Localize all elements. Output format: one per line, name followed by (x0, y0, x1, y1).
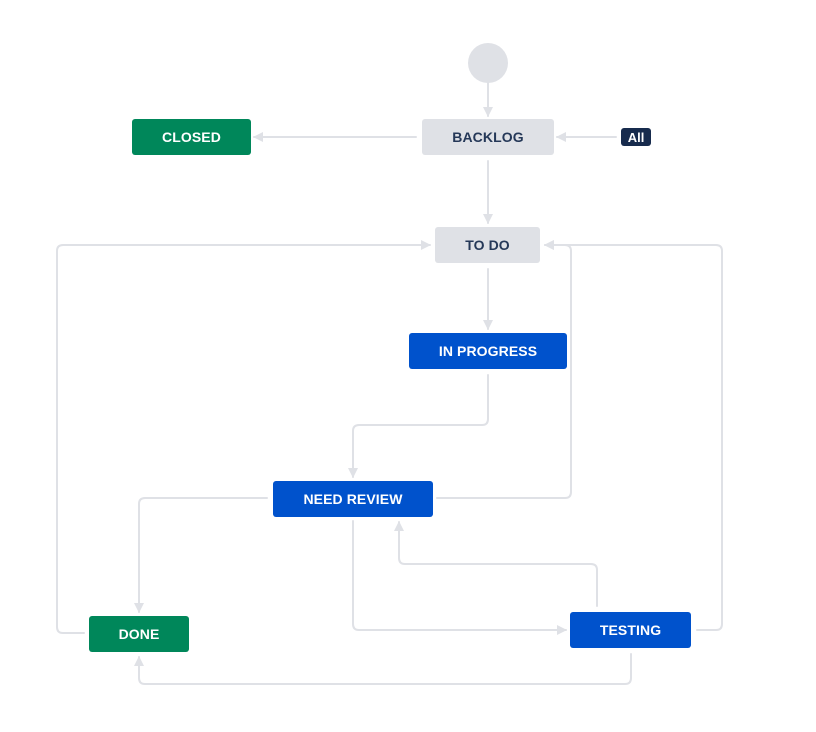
status-need-review[interactable]: NEED REVIEW (273, 481, 433, 517)
status-done[interactable]: DONE (89, 616, 189, 652)
start-node[interactable] (468, 43, 508, 83)
all-transition-badge[interactable]: All (621, 128, 651, 146)
transition-needreview-to-done[interactable] (134, 497, 268, 613)
status-backlog[interactable]: BACKLOG (422, 119, 554, 155)
transition-inprogress-to-needreview[interactable] (348, 374, 489, 478)
transition-done-to-todo[interactable] (56, 240, 431, 634)
transition-needreview-to-testing[interactable] (352, 520, 567, 635)
status-todo[interactable]: TO DO (435, 227, 540, 263)
status-testing[interactable]: TESTING (570, 612, 691, 648)
status-in-progress[interactable]: IN PROGRESS (409, 333, 567, 369)
transition-testing-to-todo[interactable] (544, 240, 723, 631)
transition-testing-to-done[interactable] (134, 653, 632, 685)
status-closed[interactable]: CLOSED (132, 119, 251, 155)
transition-testing-to-needreview[interactable] (394, 521, 598, 607)
transition-needreview-to-todo[interactable] (436, 240, 572, 499)
